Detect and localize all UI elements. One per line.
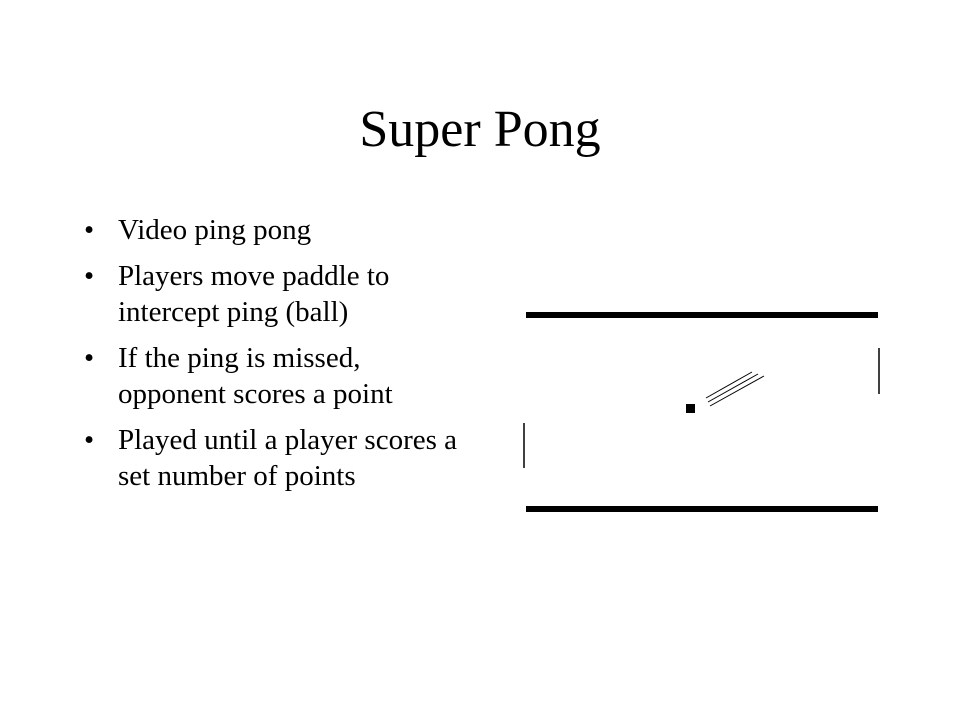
ball-motion-lines (705, 371, 765, 407)
bullet-marker: • (84, 214, 95, 246)
bullet-item: • Played until a player scores a set num… (84, 422, 464, 494)
bullet-text: If the ping is missed, opponent scores a… (118, 342, 393, 410)
slide-title: Super Pong (359, 101, 601, 158)
bullet-item: • Players move paddle to intercept ping … (84, 258, 464, 330)
bullet-marker: • (84, 260, 95, 292)
bullet-text: Players move paddle to intercept ping (b… (118, 260, 390, 328)
pong-illustration (523, 312, 880, 512)
motion-line (709, 375, 765, 407)
bullet-item: • Video ping pong (84, 212, 464, 248)
bullet-marker: • (84, 424, 95, 456)
ping-ball (686, 404, 695, 413)
bullet-marker: • (84, 342, 95, 374)
motion-line (707, 373, 759, 403)
bullet-text: Played until a player scores a set numbe… (118, 424, 458, 492)
bullet-list: • Video ping pong • Players move paddle … (84, 212, 464, 504)
bullet-text: Video ping pong (118, 214, 312, 246)
motion-line (705, 371, 753, 399)
bullet-item: • If the ping is missed, opponent scores… (84, 340, 464, 412)
